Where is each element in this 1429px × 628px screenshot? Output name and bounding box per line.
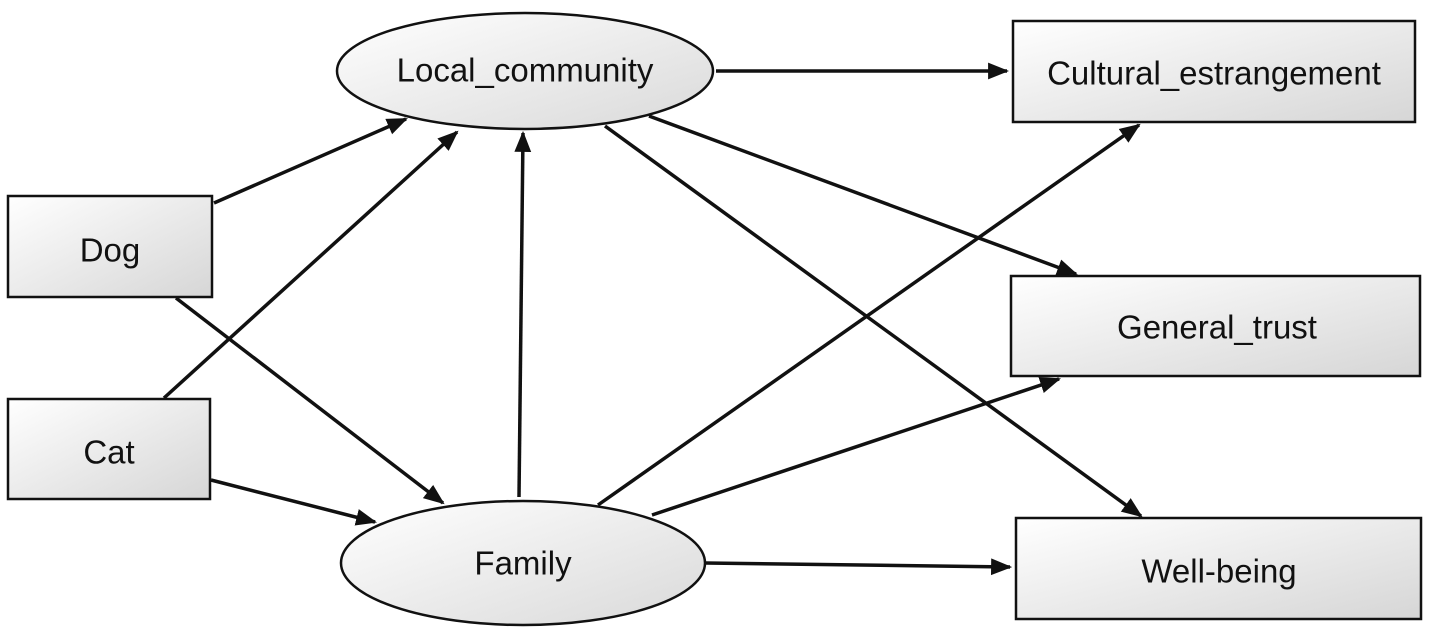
node-local-community-label: Local_community [397, 52, 654, 89]
node-well-being-label: Well-being [1141, 553, 1296, 590]
node-well-being: Well-being [1014, 516, 1423, 621]
edge-family-to-local-community [514, 130, 532, 498]
node-cat: Cat [6, 397, 212, 501]
edge-local-community-to-general-trust [648, 114, 1078, 276]
edge-family-to-well-being [704, 558, 1013, 576]
node-local-community: Local_community [335, 11, 715, 131]
node-dog: Dog [6, 194, 214, 299]
edge-cat-to-family [210, 478, 378, 526]
node-dog-label: Dog [80, 232, 141, 269]
edge-family-to-cultural-estrangement [596, 123, 1141, 507]
edge-dog-to-local-community [213, 117, 408, 205]
node-general-trust-label: General_trust [1117, 309, 1317, 346]
edge-cat-to-local-community [162, 130, 459, 400]
node-general-trust: General_trust [1009, 274, 1422, 378]
node-cultural-estrangement: Cultural_estrangement [1011, 19, 1417, 124]
node-family: Family [339, 499, 707, 627]
edge-dog-to-family [174, 296, 445, 505]
edges-layer [162, 62, 1143, 576]
nodes-layer: Local_community Family Dog Cat Cultural_… [6, 11, 1423, 627]
edge-local-community-to-well-being [603, 124, 1143, 518]
edge-family-to-general-trust [651, 377, 1061, 517]
node-cultural-estrangement-label: Cultural_estrangement [1047, 55, 1381, 92]
node-cat-label: Cat [83, 434, 134, 471]
node-family-label: Family [474, 545, 572, 582]
